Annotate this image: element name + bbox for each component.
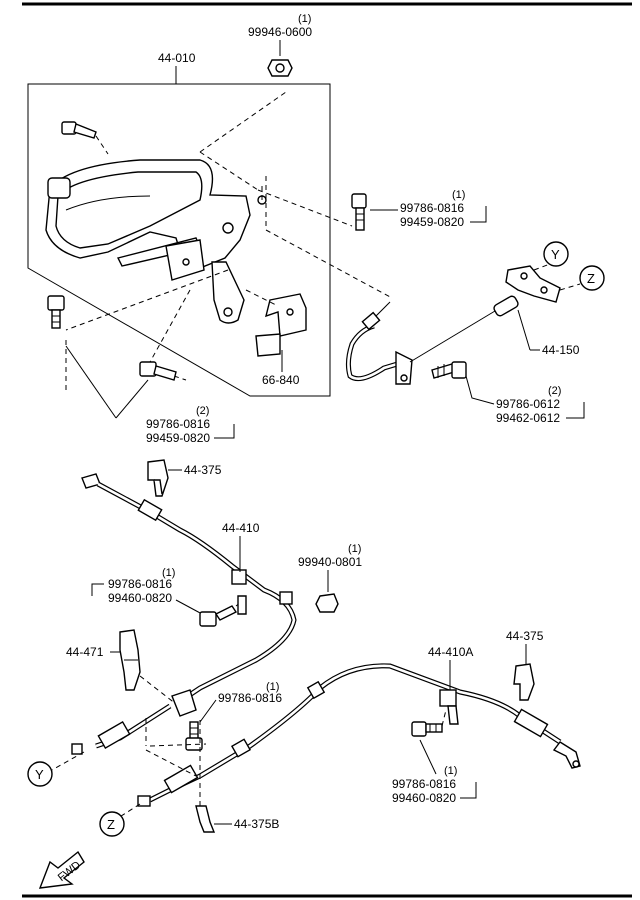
svg-text:Z: Z (107, 817, 115, 832)
svg-text:99786-0816: 99786-0816 (392, 777, 456, 791)
svg-text:(1): (1) (298, 13, 311, 25)
label-44-375-top: 44-375 (184, 463, 222, 477)
label-44-410a: 44-410A (428, 645, 473, 659)
label-44-010: 44-010 (158, 51, 196, 65)
svg-text:99786-0612: 99786-0612 (496, 397, 560, 411)
svg-text:99462-0612: 99462-0612 (496, 411, 560, 425)
bolt-99786-0816-left: (1) 99786-0816 99460-0820 (91, 567, 247, 627)
lever-assembly-group: 44-010 66-840 (27, 51, 393, 397)
svg-text:(1): (1) (348, 543, 361, 555)
label-44-410: 44-410 (222, 521, 260, 535)
nut-99940-0801: (1) 99940-0801 (298, 543, 362, 613)
svg-text:Z: Z (587, 271, 595, 286)
svg-text:99786-0816: 99786-0816 (108, 577, 172, 591)
bracket-66-840 (255, 293, 307, 357)
parking-brake-lever (45, 159, 267, 324)
bolt-99786-0816-right: (1) 99786-0816 99460-0820 (392, 709, 477, 805)
svg-text:(1): (1) (266, 681, 279, 693)
callout-y-bottom: Y (27, 761, 53, 787)
svg-text:99786-0816: 99786-0816 (218, 691, 282, 705)
svg-text:99940-0801: 99940-0801 (298, 555, 362, 569)
pn-99946-0600: 99946-0600 (248, 25, 312, 39)
clip-44-375b: 44-375B (195, 720, 279, 833)
bolt-99786-0816-lever: (2) 99786-0816 99459-0820 (47, 295, 235, 445)
bolt-99786-0816-upper: (1) 99786-0816 99459-0820 (351, 189, 487, 231)
svg-text:(1): (1) (162, 567, 175, 579)
callout-y-top: Y (543, 241, 569, 267)
svg-text:(2): (2) (196, 405, 209, 417)
svg-text:99459-0820: 99459-0820 (146, 431, 210, 445)
label-44-471: 44-471 (66, 645, 104, 659)
svg-text:99786-0816: 99786-0816 (146, 417, 210, 431)
svg-text:(1): (1) (452, 189, 465, 201)
clip-44-375-top: 44-375 (147, 459, 222, 497)
fwd-arrow-icon: FWD (38, 850, 85, 889)
clip-44-375-right: 44-375 (506, 629, 544, 701)
svg-text:99460-0820: 99460-0820 (392, 791, 456, 805)
rear-cable-44-410: 44-410 (71, 473, 297, 755)
label-66-840: 66-840 (262, 373, 300, 387)
svg-text:99459-0820: 99459-0820 (400, 215, 464, 229)
callout-z-top: Z (579, 265, 605, 291)
callout-z-bottom: Z (99, 811, 125, 837)
nut-99946-0600: (1) 99946-0600 (248, 13, 312, 77)
clip-44-471: 44-471 (66, 629, 197, 717)
svg-text:Y: Y (551, 247, 560, 262)
bolt-99786-0816-center: (1) 99786-0816 (185, 681, 282, 751)
label-44-375-right: 44-375 (506, 629, 544, 643)
svg-text:99786-0816: 99786-0816 (400, 201, 464, 215)
label-44-150: 44-150 (542, 343, 580, 357)
svg-text:99460-0820: 99460-0820 (108, 591, 172, 605)
svg-text:Y: Y (35, 767, 44, 782)
label-44-375b: 44-375B (234, 817, 279, 831)
bolt-99786-0612: (2) 99786-0612 99462-0612 (431, 361, 585, 425)
rear-cable-44-410a: 44-410A (137, 645, 581, 807)
svg-text:(1): (1) (444, 765, 457, 777)
front-cable-44-150: 44-150 (345, 263, 581, 385)
lever-bolt-upper (61, 121, 109, 155)
svg-text:(2): (2) (548, 385, 561, 397)
